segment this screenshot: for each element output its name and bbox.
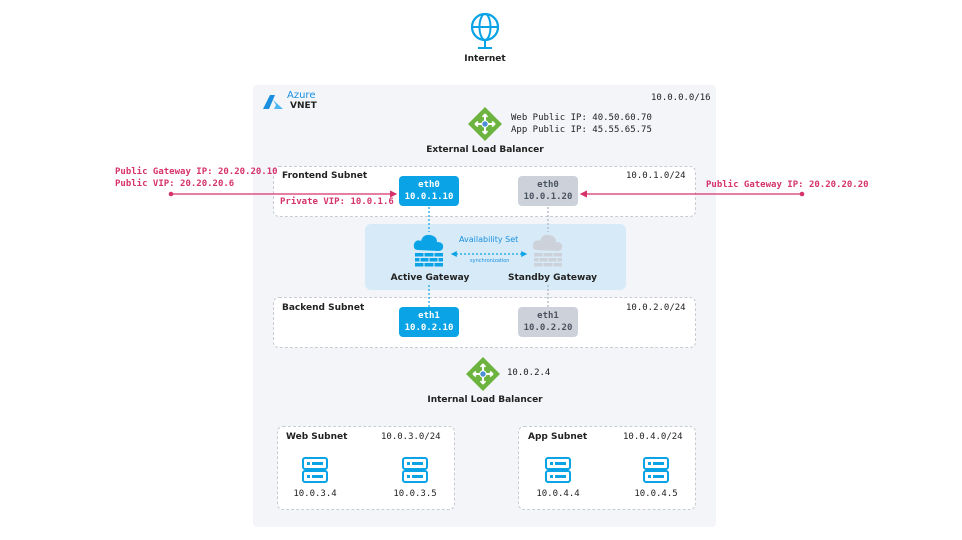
internal-lb-ip: 10.0.2.4 [507, 368, 551, 378]
right-public-gateway-ip: Public Gateway IP: 20.20.20.20 [706, 180, 869, 190]
vnet-cidr: 10.0.0.0/16 [651, 93, 711, 103]
app-subnet-label: App Subnet [528, 432, 588, 442]
left-public-gateway-ip: Public Gateway IP: 20.20.20.10 [115, 167, 278, 177]
app-public-ip: App Public IP: 45.55.65.75 [511, 125, 652, 135]
active-eth1-nic[interactable]: eth1 10.0.2.10 [399, 307, 459, 337]
standby-eth1-name: eth1 [537, 311, 559, 321]
standby-eth0-ip: 10.0.1.20 [523, 192, 573, 202]
standby-eth0-nic[interactable]: eth0 10.0.1.20 [518, 176, 578, 206]
active-eth0-nic[interactable]: eth0 10.0.1.10 [399, 176, 459, 206]
server-icon [402, 457, 428, 483]
server-web-2[interactable]: 10.0.3.5 [385, 457, 445, 503]
standby-eth1-ip: 10.0.2.20 [523, 323, 573, 333]
frontend-subnet-label: Frontend Subnet [282, 171, 368, 181]
azure-logo-icon [263, 95, 283, 109]
standby-gateway-icon [532, 234, 563, 267]
globe-icon [470, 12, 500, 49]
standby-eth0-name: eth0 [537, 180, 559, 190]
vnet-name: VNET [290, 101, 317, 111]
active-eth0-name: eth0 [418, 180, 440, 190]
server-ip: 10.0.3.4 [293, 489, 337, 499]
standby-eth1-nic[interactable]: eth1 10.0.2.20 [518, 307, 578, 337]
internet-node: Internet [455, 10, 515, 70]
server-ip: 10.0.4.4 [536, 489, 580, 499]
active-eth1-ip: 10.0.2.10 [404, 323, 454, 333]
synchronization-label: synchronization [470, 258, 510, 264]
server-web-1[interactable]: 10.0.3.4 [285, 457, 345, 503]
vnet-brand: Azure [287, 90, 316, 101]
internet-label: Internet [464, 54, 506, 64]
active-eth0-ip: 10.0.1.10 [404, 192, 454, 202]
server-app-1[interactable]: 10.0.4.4 [528, 457, 588, 503]
server-ip: 10.0.4.5 [634, 489, 678, 499]
availability-set [365, 224, 626, 290]
backend-subnet-cidr: 10.0.2.0/24 [626, 303, 686, 313]
frontend-subnet [273, 166, 696, 217]
standby-gateway-label: Standby Gateway [508, 273, 597, 283]
external-load-balancer-label: External Load Balancer [426, 145, 544, 155]
server-icon [643, 457, 669, 483]
app-subnet-cidr: 10.0.4.0/24 [623, 432, 683, 442]
server-app-2[interactable]: 10.0.4.5 [626, 457, 686, 503]
backend-subnet [273, 297, 696, 348]
private-vip: Private VIP: 10.0.1.6 [280, 197, 394, 207]
web-subnet-label: Web Subnet [286, 432, 348, 442]
internal-load-balancer-label: Internal Load Balancer [427, 395, 543, 405]
web-subnet-cidr: 10.0.3.0/24 [381, 432, 441, 442]
right-external-endpoint [799, 191, 805, 197]
availability-set-label: Availability Set [459, 235, 519, 244]
left-public-vip: Public VIP: 20.20.20.6 [115, 179, 235, 189]
server-icon [545, 457, 571, 483]
web-public-ip: Web Public IP: 40.50.60.70 [511, 113, 652, 123]
active-gateway-icon [413, 234, 444, 267]
backend-subnet-label: Backend Subnet [282, 303, 365, 313]
external-load-balancer-icon [468, 107, 502, 141]
active-gateway-label: Active Gateway [390, 273, 470, 283]
server-ip: 10.0.3.5 [393, 489, 437, 499]
active-eth1-name: eth1 [418, 311, 440, 321]
internal-load-balancer-icon [466, 357, 500, 391]
server-icon [302, 457, 328, 483]
left-external-endpoint [168, 191, 174, 197]
frontend-subnet-cidr: 10.0.1.0/24 [626, 171, 686, 181]
